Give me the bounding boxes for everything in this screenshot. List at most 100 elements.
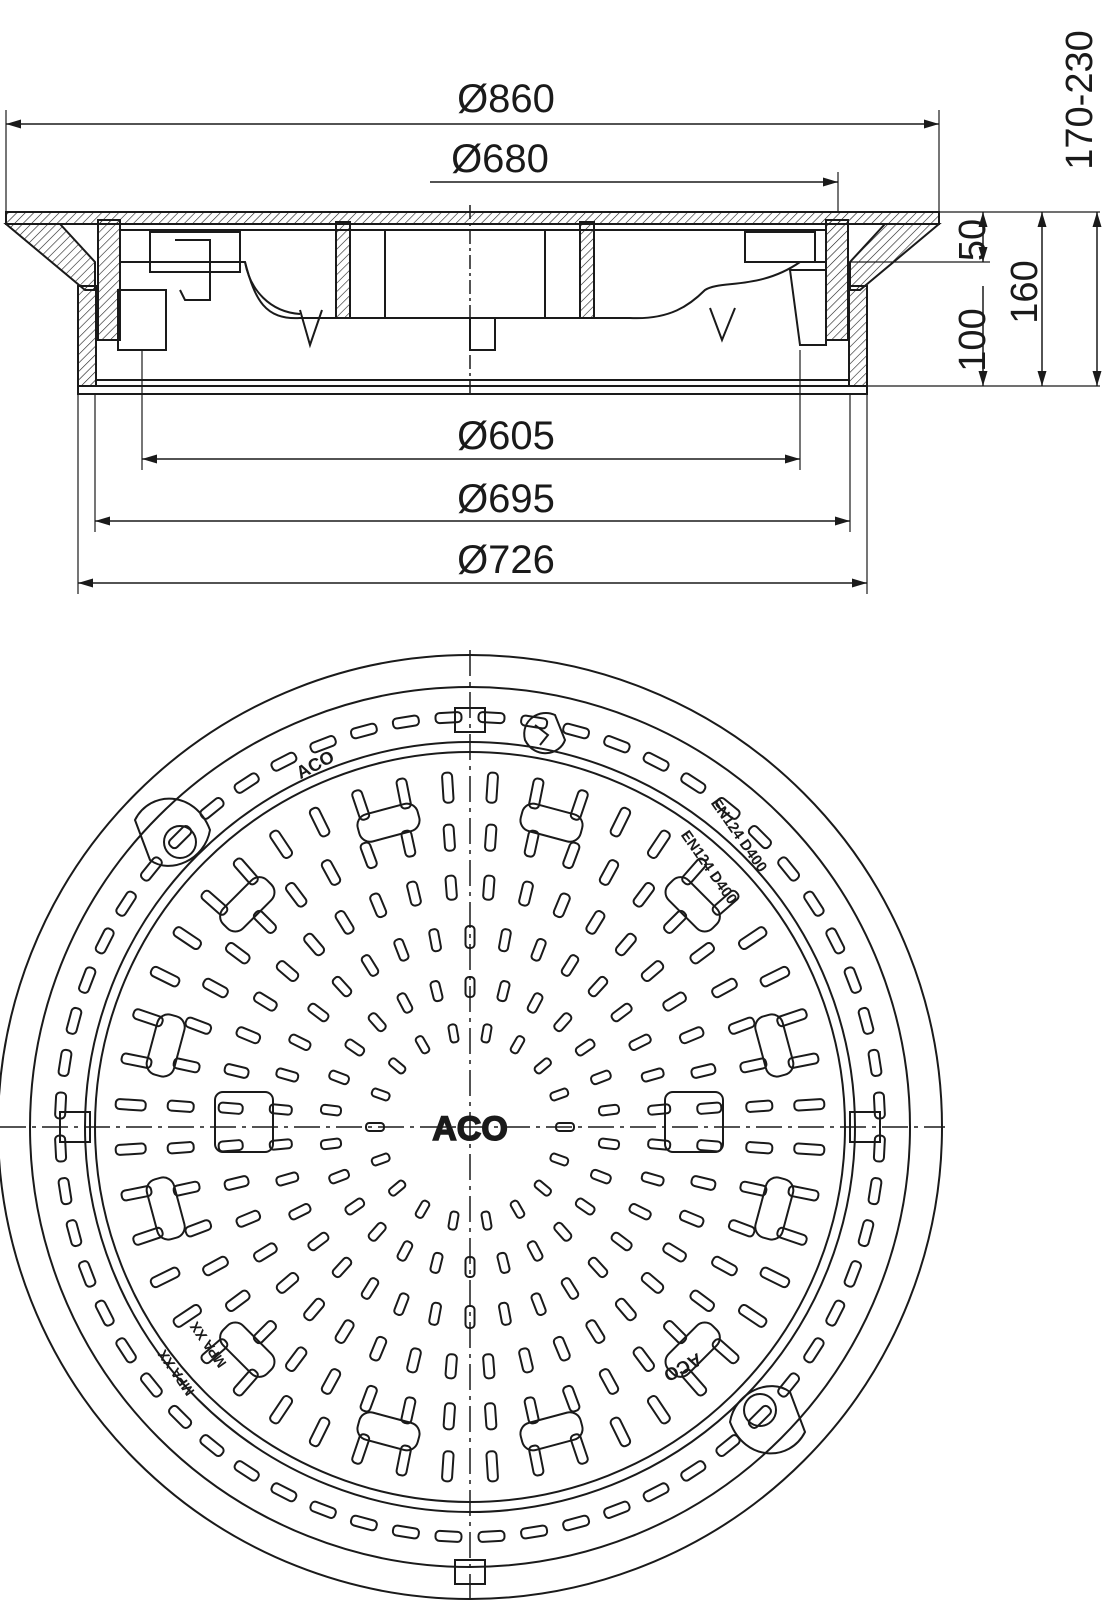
outer-slot [867,1048,883,1077]
dim-100-label: 100 [952,308,994,371]
radial-slot [574,1197,596,1216]
frame-shoulder-left [3,223,96,291]
lug-hole-bottom-right [743,1393,777,1427]
radial-slot [447,1023,460,1044]
oval-slot [519,802,584,843]
radial-slot [406,1347,422,1374]
radial-slot [285,881,308,908]
radial-slot [235,1026,262,1045]
radial-slot [560,954,580,977]
outer-slot [309,1500,337,1519]
radial-slot [587,1256,609,1279]
radial-slot [640,960,665,983]
radial-slot [663,909,688,934]
radial-slot [759,965,791,988]
outer-slot [843,966,862,994]
radial-slot [328,1168,351,1185]
drop-left [299,309,323,349]
oval-slot [356,802,421,843]
radial-slot [569,789,589,821]
lid-underside [120,261,826,320]
rib-right [579,221,595,319]
radial-slot [232,1368,259,1397]
radial-slot [253,991,278,1012]
radial-slot [562,1384,581,1413]
radial-slot [319,1103,343,1117]
radial-slot [727,1219,756,1238]
dim-50-label: 50 [952,219,994,261]
outer-slot [434,711,463,725]
radial-slot [396,1240,414,1262]
radial-slot [132,1008,164,1028]
lock-left [149,231,241,273]
radial-slot [585,910,606,935]
radial-slot [149,1266,181,1289]
base-ring [77,385,868,395]
radial-slot [689,1289,716,1312]
radial-slot [359,841,378,870]
radial-slot [428,1301,442,1326]
radial-slot [663,1320,688,1345]
radial-slot [268,1138,293,1151]
radial-slot [745,1141,774,1155]
radial-slot [320,859,342,886]
radial-slot [320,1368,342,1395]
radial-slot [711,977,738,999]
frame-wall-left [77,285,97,387]
radial-slot [388,1057,407,1075]
radial-slot [598,1368,620,1395]
radial-slot [484,1402,498,1431]
radial-slot [344,1038,366,1057]
radial-slot [200,1338,229,1365]
radial-slot [464,1305,476,1329]
outer-slot [520,1524,549,1540]
radial-slot [202,977,229,999]
radial-slot [681,1368,708,1397]
radial-slot [120,1185,153,1202]
radial-slot [307,1002,330,1023]
radial-slot [252,909,277,934]
radial-slot [334,910,355,935]
radial-slot [533,1179,552,1197]
radial-slot [739,1180,768,1197]
radial-slot [396,992,414,1014]
radial-slot [553,1221,573,1242]
radial-slot [555,1122,575,1132]
outer-slot [872,1091,886,1120]
radial-slot [647,1138,672,1151]
radial-slot [496,980,511,1003]
outer-slot [199,796,225,820]
radial-slot [369,1335,388,1362]
outer-slot [54,1091,68,1120]
radial-slot [480,1210,493,1231]
outer-slot [477,711,506,725]
outer-slot [94,927,115,955]
radial-slot [303,932,326,957]
radial-slot [711,1338,740,1365]
radial-slot [632,1346,655,1373]
radial-slot [598,859,620,886]
radial-slot [523,829,540,858]
oval-slot [145,1176,186,1241]
radial-slot [759,1266,791,1289]
radial-slot [509,1199,526,1219]
outer-slot [54,1134,68,1163]
dim-860-label: Ø860 [457,77,555,121]
frame-wall-right [848,285,868,387]
radial-slot [307,1231,330,1252]
lock-right-2 [788,269,827,346]
radial-slot [628,1033,652,1052]
radial-slot [787,1185,820,1202]
oval-slot [754,1013,795,1078]
lug-top-left [133,797,212,867]
radial-slot [640,1067,665,1083]
radial-slot [441,1450,455,1483]
outer-slot [65,1006,83,1035]
radial-slot [172,1057,201,1074]
radial-slot [696,1139,723,1153]
outer-slot [199,1434,225,1458]
radial-slot [393,1292,410,1317]
radial-slot [319,1137,343,1151]
radial-slot [388,1179,407,1197]
